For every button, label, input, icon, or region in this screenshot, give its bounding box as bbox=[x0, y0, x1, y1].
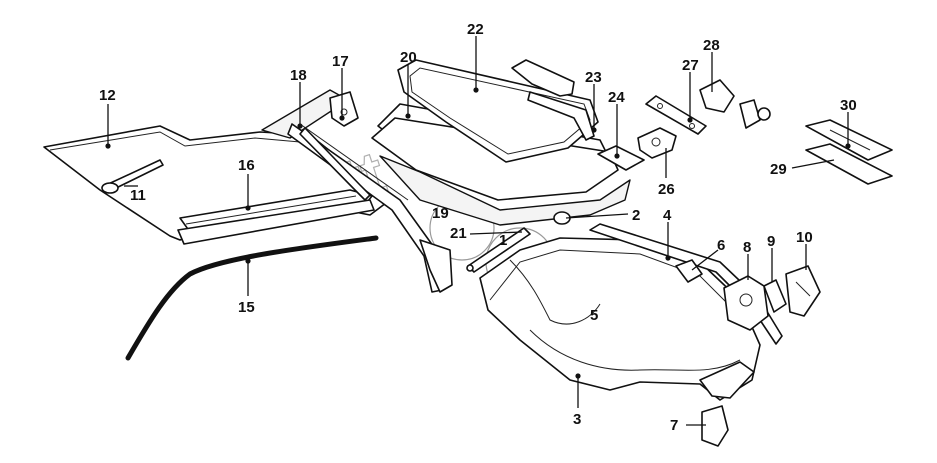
callout-22: 22 bbox=[467, 21, 484, 38]
part-8-lamp-housing bbox=[723, 275, 769, 331]
part-27-bar bbox=[645, 95, 707, 135]
callout-2: 2 bbox=[632, 207, 640, 224]
callout-19: 19 bbox=[432, 205, 449, 222]
callout-26: 26 bbox=[658, 181, 675, 198]
callout-27: 27 bbox=[682, 57, 699, 74]
callout-8: 8 bbox=[743, 239, 751, 256]
part-26-latch bbox=[637, 127, 677, 159]
part-23-strap bbox=[511, 59, 595, 141]
callout-5: 5 bbox=[590, 307, 598, 324]
callout-24: 24 bbox=[608, 89, 625, 106]
part-7-bumper-piece bbox=[701, 405, 729, 447]
callout-11: 11 bbox=[130, 187, 146, 204]
callout-10: 10 bbox=[796, 229, 813, 246]
callout-9: 9 bbox=[767, 233, 775, 250]
part-30-plate bbox=[805, 119, 893, 161]
part-4-edge-trim bbox=[589, 223, 783, 345]
callout-28: 28 bbox=[703, 37, 720, 54]
callout-6: 6 bbox=[717, 237, 725, 254]
part-15-seal bbox=[125, 235, 379, 361]
callout-29: 29 bbox=[770, 161, 787, 178]
callout-4: 4 bbox=[663, 207, 672, 224]
callout-20: 20 bbox=[400, 49, 417, 66]
part-12-trunk-mat bbox=[43, 125, 391, 241]
part-17-bracket bbox=[329, 91, 359, 127]
part-18-hinge-arm bbox=[261, 89, 453, 293]
part-11-rod bbox=[101, 159, 164, 194]
callout-30: 30 bbox=[840, 97, 857, 114]
leader-lines bbox=[105, 36, 851, 426]
callout-7: 7 bbox=[670, 417, 678, 434]
callout-23: 23 bbox=[585, 69, 602, 86]
part-19-rod bbox=[299, 127, 371, 201]
part-22-lid-panel bbox=[397, 59, 599, 163]
part-28-lock bbox=[699, 79, 771, 129]
part-24-plate bbox=[597, 145, 645, 171]
callout-1: 1 bbox=[499, 232, 507, 249]
part-16-side-rail bbox=[177, 189, 375, 245]
part-6-clip bbox=[675, 259, 703, 283]
callout-16: 16 bbox=[238, 157, 255, 174]
part-1-cable bbox=[509, 259, 601, 325]
callout-21: 21 bbox=[450, 225, 467, 242]
callout-15: 15 bbox=[238, 299, 255, 316]
callout-12: 12 bbox=[99, 87, 116, 104]
callout-18: 18 bbox=[290, 67, 307, 84]
part-10-lamp-lens bbox=[785, 265, 821, 317]
callout-labels: 1 2 3 4 5 6 7 8 9 10 11 12 15 16 17 18 1… bbox=[99, 21, 857, 434]
callout-17: 17 bbox=[332, 53, 349, 70]
part-21-strut bbox=[466, 227, 531, 273]
callout-3: 3 bbox=[573, 411, 581, 428]
part-29-plate bbox=[805, 143, 893, 185]
